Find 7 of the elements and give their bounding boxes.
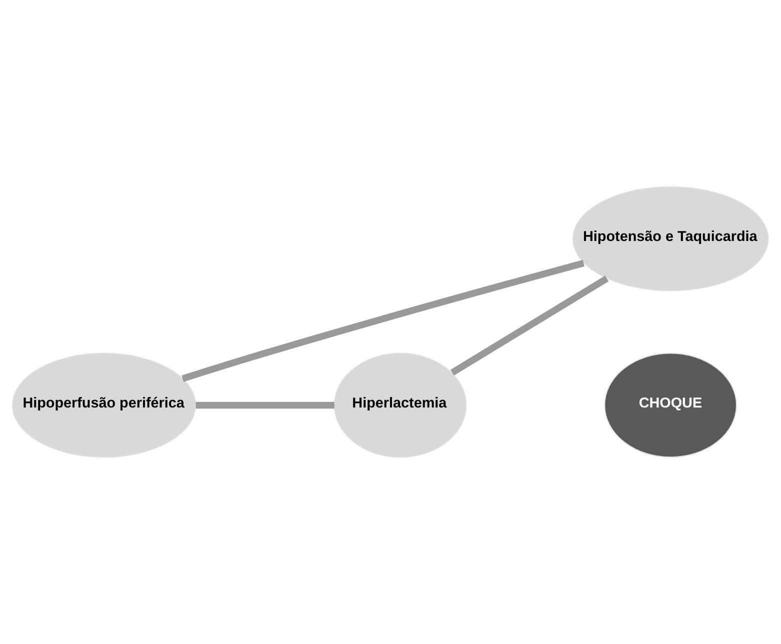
node-ellipse: CHOQUE bbox=[604, 352, 737, 458]
connector bbox=[450, 276, 609, 376]
node-ellipse: Hipotensão e Taquicardia bbox=[572, 186, 769, 292]
connector bbox=[196, 402, 334, 409]
node-ellipse: Hipoperfusão periférica bbox=[12, 352, 196, 458]
connector bbox=[182, 260, 584, 382]
node-ellipse: Hiperlactemia bbox=[334, 352, 467, 458]
